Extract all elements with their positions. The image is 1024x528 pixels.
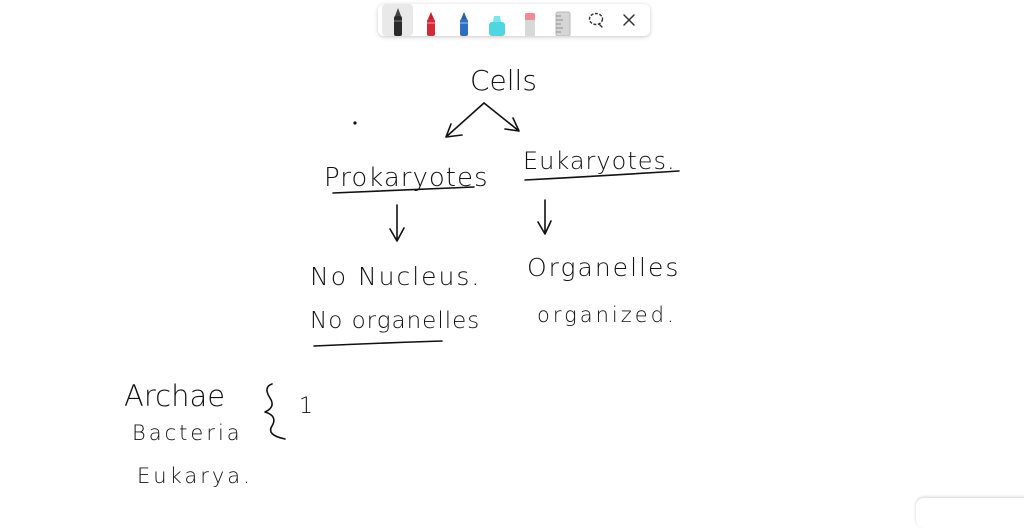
brace-icon — [264, 383, 286, 440]
blue-pen-button[interactable] — [448, 4, 479, 36]
underline-no-organelles — [313, 340, 443, 347]
ruler-button[interactable] — [547, 4, 578, 36]
arrow-right-icon — [483, 102, 520, 132]
close-icon — [622, 14, 635, 26]
arrow-left-icon — [445, 102, 485, 138]
note-organized: organized. — [537, 303, 677, 327]
underline-prokaryotes — [332, 186, 475, 194]
eraser-button[interactable] — [514, 4, 545, 36]
note-root: Cells — [470, 64, 537, 97]
highlighter-icon — [488, 16, 505, 36]
note-eukarya: Eukarya. — [137, 464, 253, 488]
note-no-organelles: No organelles — [310, 308, 480, 334]
red-pen-icon — [426, 12, 435, 36]
lasso-select-button[interactable] — [580, 4, 611, 36]
close-button[interactable] — [613, 4, 644, 36]
corner-panel — [916, 498, 1024, 528]
cyan-highlighter-button[interactable] — [481, 4, 512, 36]
note-organelles: Organelles — [527, 253, 680, 282]
arrow-down-right-icon — [537, 199, 552, 235]
note-archae: Archae — [124, 379, 225, 413]
ruler-icon — [555, 11, 570, 36]
ink-canvas[interactable]: Cells Prokaryotes Eukaryotes. No Nucleus… — [0, 0, 1024, 512]
red-pen-button[interactable] — [415, 4, 446, 36]
note-no-nucleus: No Nucleus. — [310, 262, 481, 291]
black-pen-button[interactable] — [382, 4, 413, 36]
lasso-icon — [588, 12, 603, 28]
blue-pen-icon — [459, 12, 468, 36]
note-brace-mark: 1 — [299, 394, 313, 419]
note-eukaryotes: Eukaryotes. — [523, 147, 676, 175]
underline-eukaryotes — [524, 170, 680, 181]
note-prokaryotes: Prokaryotes — [324, 163, 489, 193]
pen-toolbar — [378, 4, 650, 36]
note-bacteria: Bacteria — [132, 421, 243, 445]
eraser-icon — [524, 13, 535, 36]
black-pen-icon — [393, 8, 402, 36]
arrow-down-left-icon — [389, 204, 405, 242]
ink-dot — [353, 121, 357, 125]
